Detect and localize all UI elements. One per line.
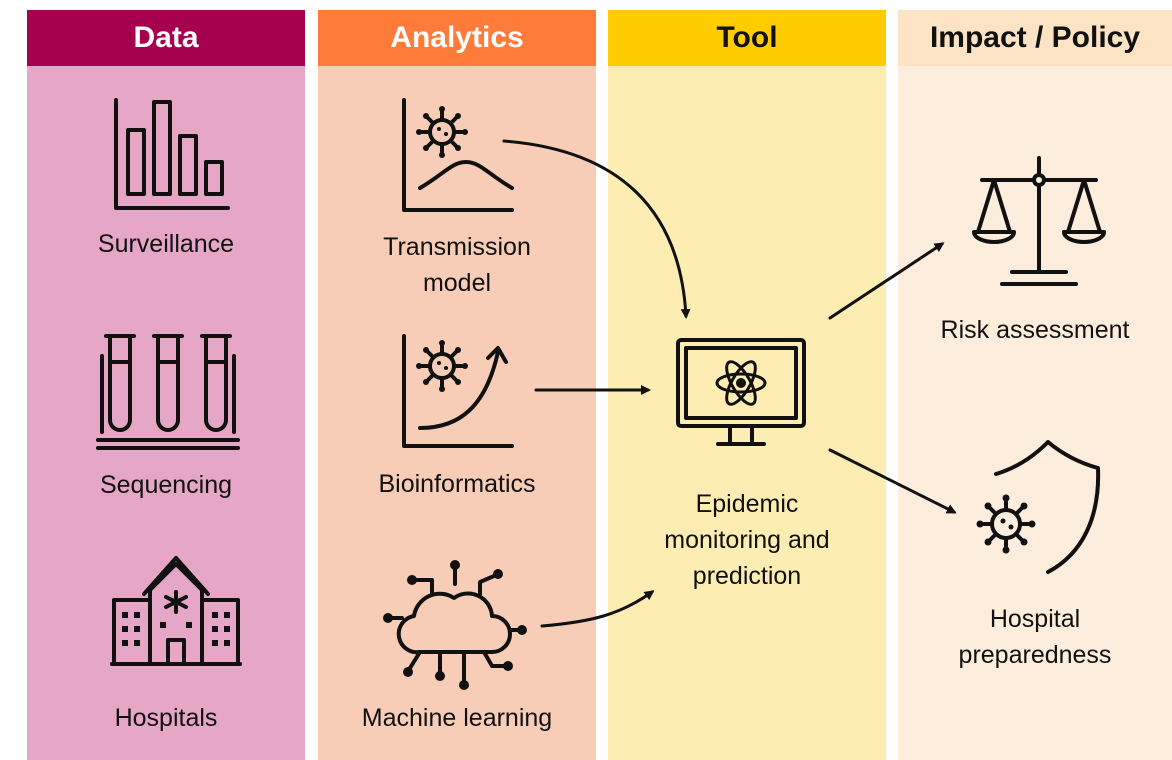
- column-tool-bg: [608, 66, 886, 760]
- virus-growth-icon: [402, 334, 514, 448]
- computer-atom-icon: [676, 338, 806, 446]
- arrow-transmission-to-tool: [502, 139, 691, 319]
- virus-shield-icon: [976, 440, 1101, 574]
- column-analytics-bg: [318, 66, 596, 760]
- sequencing-label: Sequencing: [99, 471, 233, 499]
- test-tubes-icon: [96, 334, 240, 450]
- column-analytics: Analytics: [318, 10, 596, 760]
- arrow-tool-to-risk: [828, 242, 945, 320]
- transmission-model-label: Transmission model: [383, 233, 531, 297]
- surveillance-label: Surveillance: [97, 230, 235, 258]
- column-data-header: Data: [27, 10, 305, 66]
- bar-chart-icon: [114, 98, 230, 210]
- hospital-building-icon: [110, 556, 242, 666]
- arrow-tool-to-hospital: [828, 448, 957, 514]
- virus-curve-icon: [402, 98, 514, 212]
- hospitals-label: Hospitals: [114, 704, 218, 732]
- column-analytics-header: Analytics: [318, 10, 596, 66]
- column-impact-header: Impact / Policy: [898, 10, 1172, 66]
- column-tool: Tool: [608, 10, 886, 760]
- risk-assessment-label: Risk assessment: [940, 316, 1130, 344]
- machine-learning-label: Machine learning: [361, 704, 553, 732]
- bioinformatics-label: Bioinformatics: [378, 470, 536, 498]
- arrow-ml-to-tool: [540, 590, 655, 628]
- epidemic-monitoring-label: Epidemic monitoring and prediction: [664, 490, 830, 590]
- scales-icon: [972, 156, 1106, 286]
- cloud-network-icon: [383, 560, 527, 690]
- hospital-preparedness-label: Hospital preparedness: [958, 605, 1112, 669]
- column-tool-header: Tool: [608, 10, 886, 66]
